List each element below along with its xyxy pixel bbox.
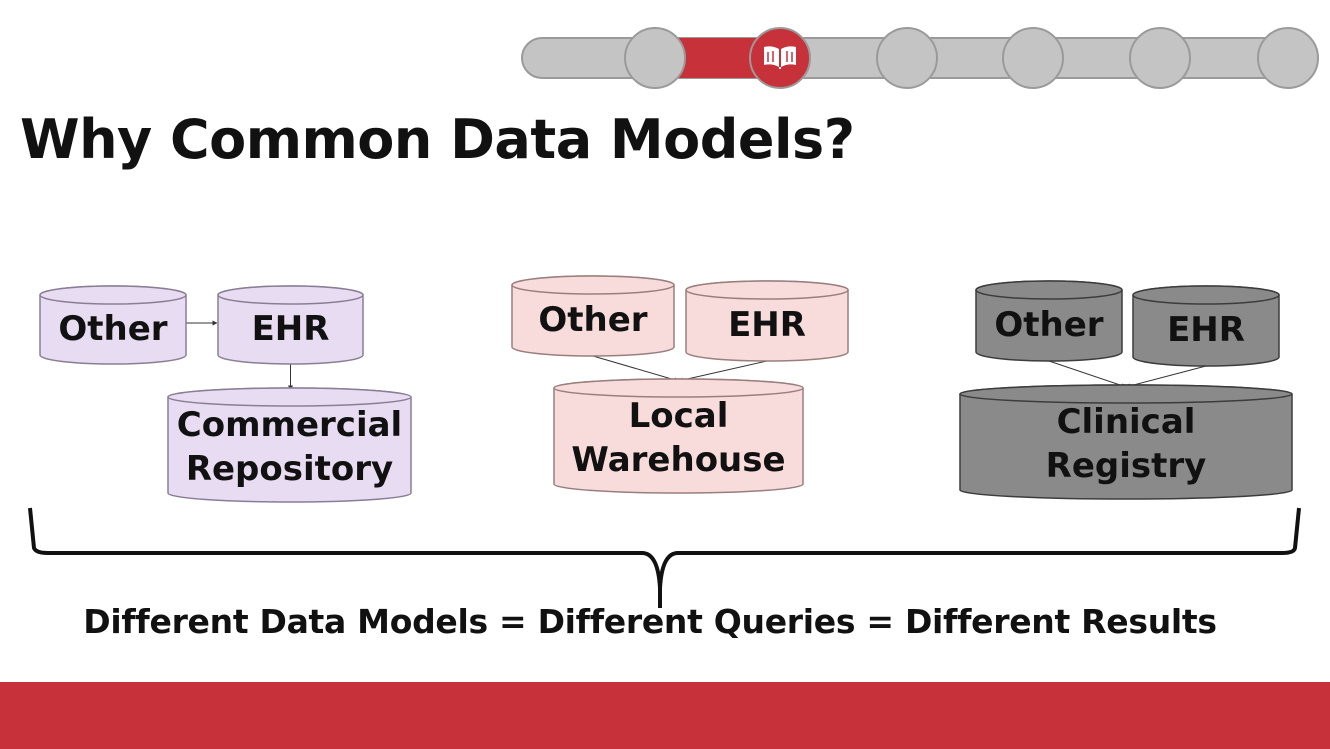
- database-label: Other: [58, 309, 167, 349]
- other-database: Other: [975, 280, 1123, 362]
- other-database: Other: [511, 275, 675, 357]
- footer-bar: [0, 682, 1330, 749]
- other-to-target-arrow: [592, 355, 679, 383]
- ehr-database: EHR: [685, 280, 849, 362]
- ehr-to-target-arrow: [1125, 365, 1207, 389]
- progress-step-3[interactable]: [876, 27, 938, 89]
- target-label-line2: Repository: [186, 449, 393, 489]
- progress-step-6[interactable]: [1257, 27, 1319, 89]
- target-label-line1: Local: [629, 396, 729, 436]
- caption-text: Different Data Models = Different Querie…: [83, 602, 1217, 641]
- database-label: Other: [538, 300, 647, 340]
- database-label: Other: [994, 305, 1103, 345]
- ehr-to-target-arrow: [678, 360, 768, 383]
- target-label-line2: Warehouse: [571, 440, 785, 480]
- other-to-target-arrow: [1048, 360, 1127, 388]
- target-label-line1: Clinical: [1057, 402, 1196, 442]
- other-database: Other: [39, 285, 187, 365]
- progress-step-4[interactable]: [1002, 27, 1064, 89]
- curly-brace: [28, 507, 1301, 590]
- open-book-icon: [764, 46, 796, 69]
- ehr-database: EHR: [1132, 285, 1280, 367]
- database-label: EHR: [1167, 310, 1245, 350]
- progress-step-5[interactable]: [1129, 27, 1191, 89]
- database-label: EHR: [252, 309, 330, 349]
- page-title: Why Common Data Models?: [20, 108, 855, 171]
- target-label-line2: Registry: [1046, 446, 1207, 486]
- ehr-database: EHR: [217, 285, 364, 365]
- progress-step-2[interactable]: [749, 27, 811, 89]
- database-label: EHR: [728, 305, 806, 345]
- progress-step-1[interactable]: [624, 27, 686, 89]
- target-label-line1: Commercial: [177, 405, 402, 445]
- progress-track: [521, 27, 1319, 89]
